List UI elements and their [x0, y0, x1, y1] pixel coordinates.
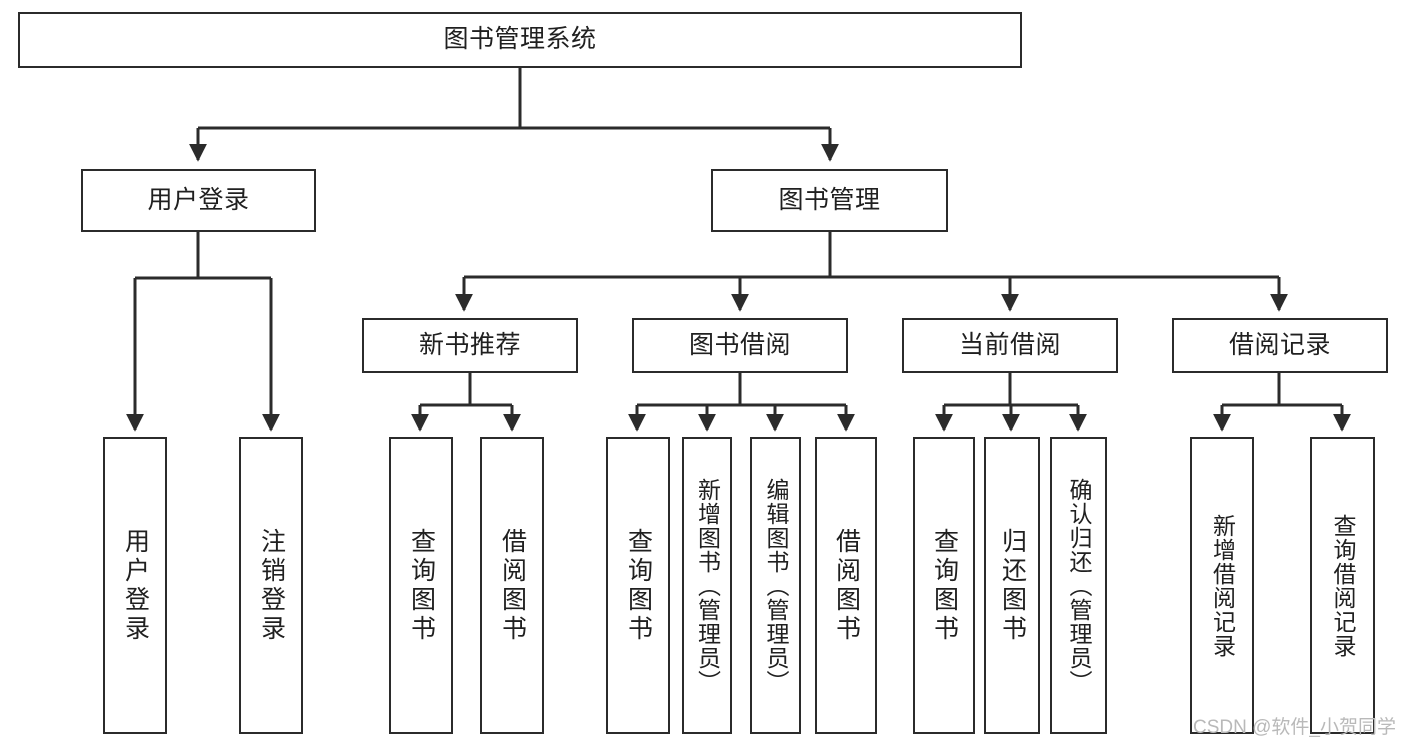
node-label: 借阅记录 [1228, 330, 1331, 359]
leaf-query-book-current[interactable]: 查询图书 [913, 437, 975, 734]
leaf-query-borrow-record[interactable]: 查询借阅记录 [1310, 437, 1375, 734]
node-label: 查询图书 [407, 527, 436, 644]
leaf-user-login[interactable]: 用户登录 [103, 437, 167, 734]
node-label: 确认归还（管理员） [1066, 477, 1092, 694]
node-label: 当前借阅 [958, 330, 1061, 359]
node-label: 借阅图书 [832, 527, 861, 644]
node-label: 图书借阅 [688, 330, 791, 359]
node-label: 查询图书 [624, 527, 653, 644]
leaf-query-book-newbook[interactable]: 查询图书 [389, 437, 453, 734]
leaf-borrow-book-newbook[interactable]: 借阅图书 [480, 437, 544, 734]
node-label: 新书推荐 [418, 330, 521, 359]
node-label: 用户登录 [147, 185, 250, 214]
node-label: 图书管理 [778, 185, 881, 214]
watermark-text: CSDN @软件_小贺同学 [1193, 717, 1396, 738]
node-user-login[interactable]: 用户登录 [81, 169, 316, 232]
leaf-query-book-borrow[interactable]: 查询图书 [606, 437, 670, 734]
node-book-management[interactable]: 图书管理 [711, 169, 948, 232]
node-label: 查询图书 [930, 527, 959, 644]
node-book-borrow[interactable]: 图书借阅 [632, 318, 848, 373]
node-borrow-record[interactable]: 借阅记录 [1172, 318, 1388, 373]
node-label: 新增借阅记录 [1209, 513, 1236, 658]
leaf-edit-book-admin[interactable]: 编辑图书（管理员） [750, 437, 801, 734]
node-label: 图书管理系统 [443, 25, 597, 54]
leaf-return-book[interactable]: 归还图书 [984, 437, 1040, 734]
node-label: 查询借阅记录 [1330, 513, 1356, 658]
node-label: 新增图书（管理员） [694, 477, 721, 694]
node-root-system[interactable]: 图书管理系统 [18, 12, 1022, 68]
node-label: 归还图书 [998, 527, 1027, 644]
node-new-book-recommend[interactable]: 新书推荐 [362, 318, 578, 373]
leaf-user-logout[interactable]: 注销登录 [239, 437, 303, 734]
leaf-borrow-book[interactable]: 借阅图书 [815, 437, 877, 734]
node-label: 借阅图书 [498, 527, 527, 644]
node-current-borrow[interactable]: 当前借阅 [902, 318, 1118, 373]
node-label: 注销登录 [257, 527, 286, 644]
node-label: 编辑图书（管理员） [763, 477, 789, 694]
leaf-confirm-return-admin[interactable]: 确认归还（管理员） [1050, 437, 1107, 734]
leaf-add-borrow-record[interactable]: 新增借阅记录 [1190, 437, 1254, 734]
leaf-add-book-admin[interactable]: 新增图书（管理员） [682, 437, 732, 734]
node-label: 用户登录 [121, 527, 150, 644]
